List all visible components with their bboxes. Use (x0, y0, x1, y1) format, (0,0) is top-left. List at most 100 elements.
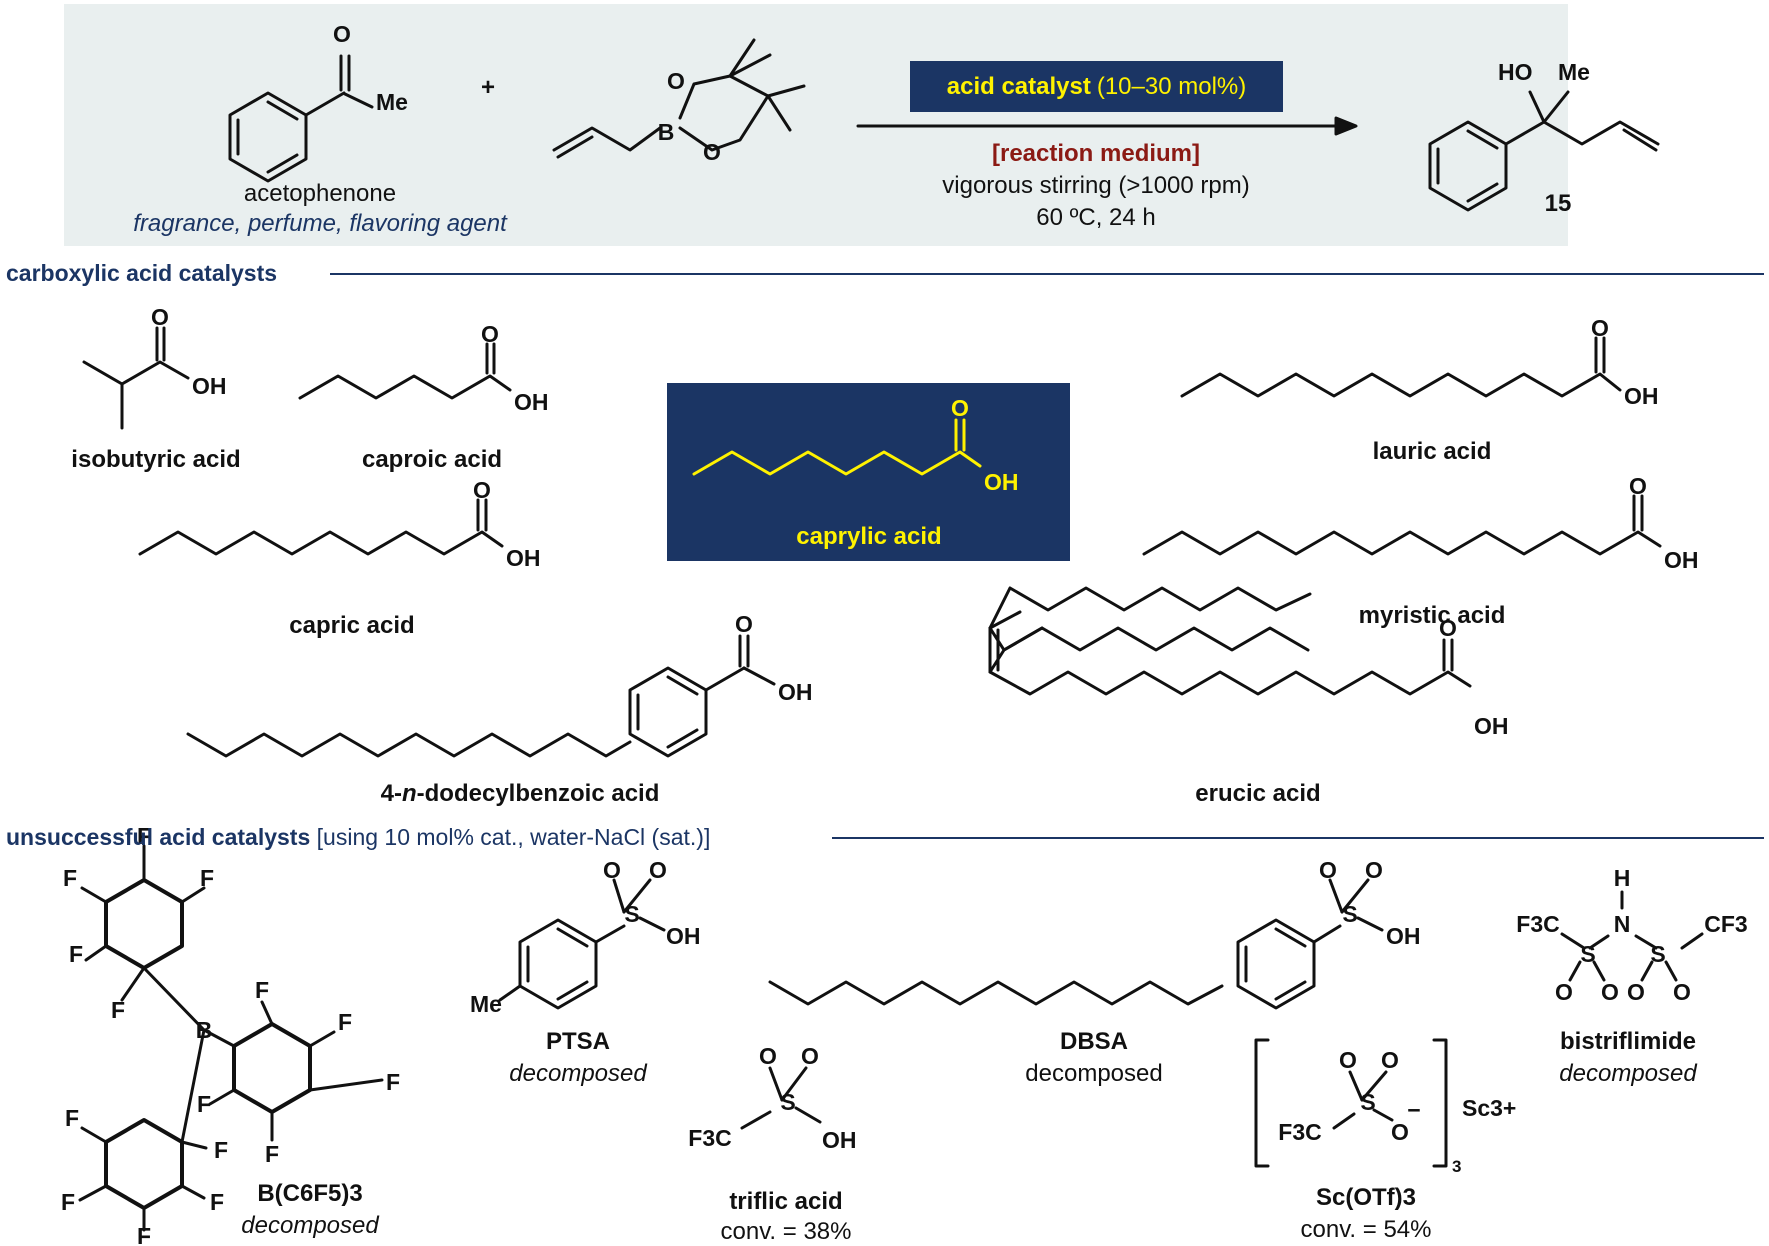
lauric-acid-label: lauric acid (1372, 438, 1492, 465)
dodecylbenzoic-acid-label: 4-n-dodecylbenzoic acid (381, 782, 660, 806)
section-unsuccessful-conditions: [using 10 mol% cat., water-NaCl (sat.)] (316, 824, 711, 850)
atom-f: F (265, 1141, 279, 1167)
atom-f3c: F3C (1278, 1119, 1321, 1145)
acetophenone-label: acetophenone (243, 180, 397, 207)
atom-f: F (137, 1223, 151, 1246)
atom-o: O (1381, 1047, 1399, 1073)
product-number: 15 (1544, 190, 1572, 217)
atom-me: Me (470, 991, 502, 1017)
atom-oh: OH (666, 923, 701, 949)
catalyst-box: acid catalyst (10–30 mol%) (910, 61, 1283, 112)
atom-o: O (1555, 979, 1573, 1005)
stirring-condition: vigorous stirring (>1000 rpm) (942, 172, 1250, 199)
catalyst-loading: (10–30 mol%) (1096, 72, 1247, 100)
atom-oh: OH (1474, 713, 1509, 739)
atom-h: H (1614, 865, 1631, 891)
plus-sign: + (480, 74, 496, 101)
atom-b: B (658, 119, 675, 145)
atom-f: F (338, 1009, 352, 1035)
dbsa-label: DBSA (1059, 1028, 1129, 1055)
ptsa-structure (498, 878, 666, 1010)
atom-oh: OH (514, 389, 549, 415)
myristic-acid-label: myristic acid (1358, 602, 1506, 629)
atom-o: O (481, 321, 499, 347)
ptsa-result: decomposed (509, 1060, 647, 1087)
section-rule (832, 837, 1764, 839)
atom-o: O (1673, 979, 1691, 1005)
atom-f: F (65, 1105, 79, 1131)
atom-o: O (703, 139, 721, 165)
atom-oh: OH (192, 373, 227, 399)
atom-f: F (197, 1091, 211, 1117)
caproic-acid-structure (298, 342, 512, 400)
product-15-structure (1428, 90, 1660, 212)
label-prefix: 4- (380, 780, 402, 807)
acetophenone-use: fragrance, perfume, flavoring agent (133, 210, 507, 237)
atom-f: F (69, 941, 83, 967)
caprylic-acid-structure (692, 418, 982, 476)
caprylic-highlight-box: caprylic acid (667, 383, 1070, 561)
section-unsuccessful: unsuccessful acid catalysts [using 10 mo… (6, 826, 710, 849)
atom-f: F (386, 1069, 400, 1095)
erucic-acid-structure (988, 586, 1472, 696)
section-carboxylic: carboxylic acid catalysts (6, 262, 277, 285)
atom-oh: OH (506, 545, 541, 571)
bcf-result: decomposed (241, 1212, 379, 1239)
atom-f: F (63, 865, 77, 891)
atom-s: S (624, 901, 639, 927)
atom-o: O (1365, 857, 1383, 883)
atom-f3c: F3C (1516, 911, 1559, 937)
atom-o: O (333, 21, 351, 47)
atom-o: O (1319, 857, 1337, 883)
atom-o: O (667, 68, 685, 94)
atom-o: O (1601, 979, 1619, 1005)
atom-o: O (951, 395, 969, 421)
atom-s: S (780, 1089, 795, 1115)
atom-oh: OH (778, 679, 813, 705)
dbsa-structure (768, 878, 1384, 1010)
atom-f: F (111, 997, 125, 1023)
atom-oh: OH (1386, 923, 1421, 949)
dodecylbenzoic-acid-structure (186, 634, 776, 758)
atom-o: O (1339, 1047, 1357, 1073)
atom-me: Me (376, 89, 408, 115)
subscript-3: 3 (1452, 1157, 1461, 1176)
atom-f: F (210, 1189, 224, 1215)
capric-acid-label: capric acid (289, 612, 415, 639)
atom-me: Me (1558, 59, 1590, 85)
atom-oh: OH (1624, 383, 1659, 409)
bistriflimide-result: decomposed (1559, 1060, 1697, 1087)
scotf-structure (1254, 1038, 1448, 1168)
bcf-label: B(C6F5)3 (257, 1180, 363, 1207)
bistriflimide-structure (1560, 890, 1704, 982)
atom-o: O (1439, 615, 1457, 641)
triflic-acid-result: conv. = 38% (720, 1218, 852, 1245)
atom-s: S (1342, 901, 1357, 927)
bistriflimide-label: bistriflimide (1559, 1028, 1697, 1055)
atom-o: O (759, 1043, 777, 1069)
atom-o: O (603, 857, 621, 883)
label-suffix: -dodecylbenzoic acid (416, 780, 660, 807)
capric-acid-structure (138, 498, 504, 556)
dbsa-result: decomposed (1025, 1060, 1163, 1087)
atom-s: S (1580, 941, 1595, 967)
atom-f: F (214, 1137, 228, 1163)
lauric-acid-structure (1180, 336, 1622, 398)
atom-oh: OH (1664, 547, 1699, 573)
atom-o: O (1629, 473, 1647, 499)
atom-o: O (151, 304, 169, 330)
triflic-acid-structure (740, 1066, 822, 1130)
atom-b: B (196, 1017, 213, 1043)
atom-ho: HO (1498, 59, 1533, 85)
caproic-acid-label: caproic acid (361, 446, 503, 473)
scandium-ion: Sc3+ (1462, 1095, 1516, 1121)
atom-cf3: CF3 (1704, 911, 1747, 937)
atom-o: O (735, 611, 753, 637)
atom-f3c: F3C (688, 1125, 731, 1151)
atom-s: S (1360, 1089, 1375, 1115)
myristic-acid-structure (1142, 494, 1662, 556)
atom-f: F (61, 1189, 75, 1215)
atom-oh: OH (984, 469, 1019, 495)
atom-oh: OH (822, 1127, 857, 1153)
